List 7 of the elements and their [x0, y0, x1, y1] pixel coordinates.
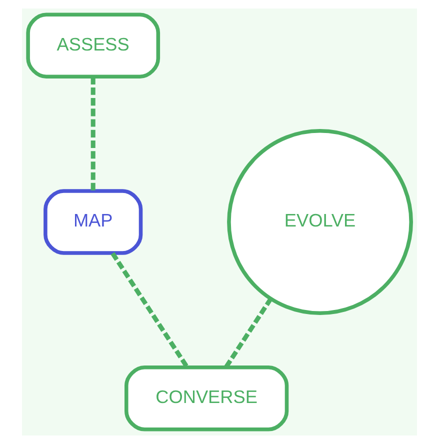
node-circle: EVOLVE: [227, 129, 413, 315]
connector: [110, 252, 189, 368]
connector: [90, 76, 96, 190]
node-box: ASSESS: [26, 12, 160, 78]
node-box: MAP: [44, 189, 143, 255]
node-box: CONVERSE: [124, 366, 289, 432]
connector: [224, 297, 273, 368]
